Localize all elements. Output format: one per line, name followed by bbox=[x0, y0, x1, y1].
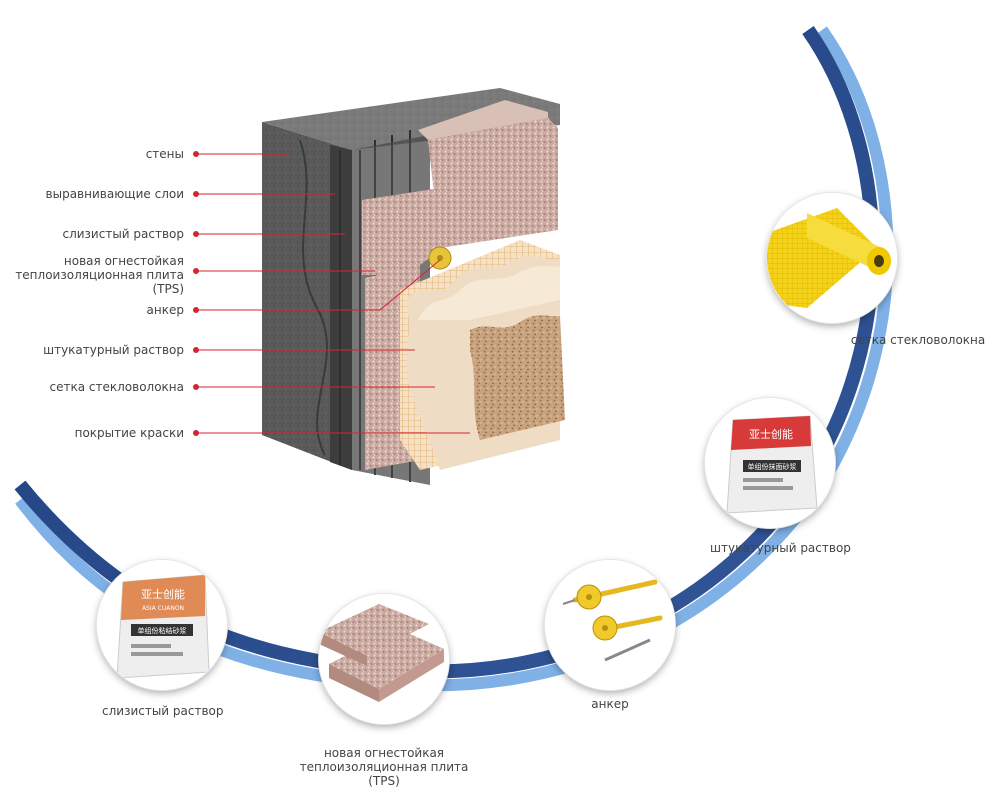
mucilage-bag-product: 单组份粘结砂浆 bbox=[138, 626, 187, 635]
insulation-board-icon bbox=[319, 594, 449, 724]
mortar-bag-icon: 亚士创能 ASIA CUANON 单组份粘结砂浆 bbox=[97, 560, 227, 690]
plaster-bag-product: 单组份抹面砂浆 bbox=[748, 462, 797, 471]
layer-label-tps: новая огнестойкая теплоизоляционная плит… bbox=[15, 254, 184, 296]
layer-label-walls: стены bbox=[145, 147, 184, 161]
product-label-mucilage: слизистый раствор bbox=[102, 704, 224, 718]
layer-label-mesh: сетка стекловолокна bbox=[49, 380, 185, 394]
product-circle-mesh bbox=[767, 193, 897, 323]
plaster-bag-icon: 亚士创能 单组份抹面砂浆 bbox=[705, 398, 835, 528]
product-label-anchor: анкер bbox=[591, 697, 629, 711]
mucilage-bag-brand: 亚士创能 bbox=[141, 587, 185, 601]
product-circle-plaster: 亚士创能 单组份抹面砂浆 bbox=[705, 398, 835, 528]
product-circle-anchor bbox=[545, 560, 675, 690]
layer-label-paint: покрытие краски bbox=[74, 426, 184, 440]
anchor-dowel-icon bbox=[545, 560, 675, 690]
product-label-mesh: сетка стекловолокна bbox=[850, 333, 986, 347]
plaster-bag-brand: 亚士创能 bbox=[749, 427, 793, 441]
mucilage-bag-brand-en: ASIA CUANON bbox=[142, 605, 184, 612]
layer-label-mucilage: слизистый раствор bbox=[62, 227, 184, 241]
product-label-plaster: штукатурный раствор bbox=[710, 541, 851, 555]
layer-label-anchor: анкер bbox=[146, 303, 184, 317]
product-circle-tps bbox=[319, 594, 449, 724]
layer-label-leveling: выравнивающие слои bbox=[45, 187, 184, 201]
fiberglass-mesh-roll-icon bbox=[767, 193, 897, 323]
product-circle-mucilage: 亚士创能 ASIA CUANON 单组份粘结砂浆 bbox=[97, 560, 227, 690]
layer-label-plaster: штукатурный раствор bbox=[43, 343, 184, 357]
product-label-tps: новая огнестойкая теплоизоляционная плит… bbox=[299, 746, 469, 788]
